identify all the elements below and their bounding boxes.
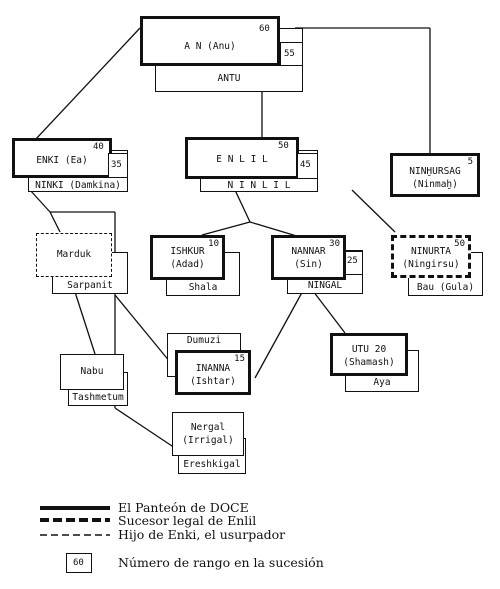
ishkur-rank: 10 [208,239,219,249]
node-enlil-name: E N L I L [216,154,268,165]
inanna-rank: 15 [234,354,245,364]
node-marduk: Marduk [36,233,112,277]
node-nergal-sub: (Irrigal) [182,435,234,446]
node-aya-name: Aya [373,377,391,388]
node-ninurta-sub: (Ningirsu) [402,259,460,270]
node-ninhursag-name: NINḪURSAG [409,166,461,177]
legend-heir: Sucesor legal de Enlil [118,513,257,528]
node-ereshkigal-name: Ereshkigal [183,459,241,470]
antu-rank: 55 [284,49,295,59]
node-an-name: A N (Anu) [184,41,236,52]
node-utu-sub: (Shamash) [343,357,395,368]
legend-usurper: Hijo de Enki, el usurpador [118,527,286,542]
ninhursag-rank: 5 [467,157,473,167]
legend-rank-text: Número de rango en la sucesión [118,555,324,570]
enlil-rank: 50 [278,141,289,151]
node-ninurta: 50 NINURTA (Ningirsu) [391,235,471,278]
legend-twelve: El Panteón de DOCE [118,500,249,515]
node-nannar: 30 NANNAR (Sin) [271,235,346,280]
ninurta-rank: 50 [454,239,465,249]
node-ninlil-name: N I N L I L [227,180,291,191]
node-ningal-name: NINGAL [307,280,343,291]
node-ninhursag: 5 NINḪURSAG (Ninmaḫ) [390,153,480,197]
node-bau-name: Bau (Gula) [416,282,475,293]
enki-rank: 40 [93,142,104,152]
node-inanna-sub: (Ishtar) [190,376,236,387]
node-inanna: 15 INANNA (Ishtar) [175,350,251,395]
utu-rank: 20 [374,344,387,355]
node-ninhursag-sub: (Ninmaḫ) [412,179,458,190]
legend-rank-box: 60 [66,553,92,573]
node-an-consort-rank: 55 [280,42,303,66]
node-shala-name: Shala [188,282,218,293]
node-nabu-name: Nabu [80,366,104,377]
utu-name: UTU [351,344,369,355]
node-ninki-name: NINKI (Damkina) [35,180,121,191]
node-tashmetum-name: Tashmetum [72,392,124,403]
node-nannar-consort-rank: 25 [345,251,363,275]
node-inanna-name: INANNA [195,363,231,374]
node-ishkur-name: ISHKUR [170,246,205,257]
ninki-rank: 35 [111,160,122,170]
nannar-rank: 30 [329,239,340,249]
node-enlil: E N L I L [185,137,299,179]
node-nabu: Nabu [60,354,124,390]
node-sarpanit-name: Sarpanit [67,280,113,291]
node-nergal-name: Nergal [190,422,226,433]
node-enki-name: ENKI (Ea) [36,155,88,166]
an-rank: 60 [259,24,270,34]
node-marduk-name: Marduk [56,249,92,260]
node-nannar-name: NANNAR [291,246,326,257]
node-nergal: Nergal (Irrigal) [172,412,244,456]
legend-rank-sample: 60 [73,558,84,568]
node-antu-name: ANTU [217,73,241,84]
node-nannar-sub: (Sin) [294,259,323,270]
node-ishkur-sub: (Adad) [170,259,205,270]
node-enki-consort-rank: 35 [108,153,128,178]
node-dumuzi-name: Dumuzi [186,335,222,346]
node-enlil-consort-rank: 45 [297,153,318,179]
ninlil-rank: 45 [300,160,311,170]
node-utu: UTU 20 (Shamash) [330,333,408,376]
node-ninurta-name: NINURTA [410,246,452,257]
ningal-rank: 25 [347,256,358,266]
node-utu-name: UTU 20 [333,344,405,356]
node-ishkur: 10 ISHKUR (Adad) [150,235,225,280]
node-an: A N (Anu) [140,16,280,66]
